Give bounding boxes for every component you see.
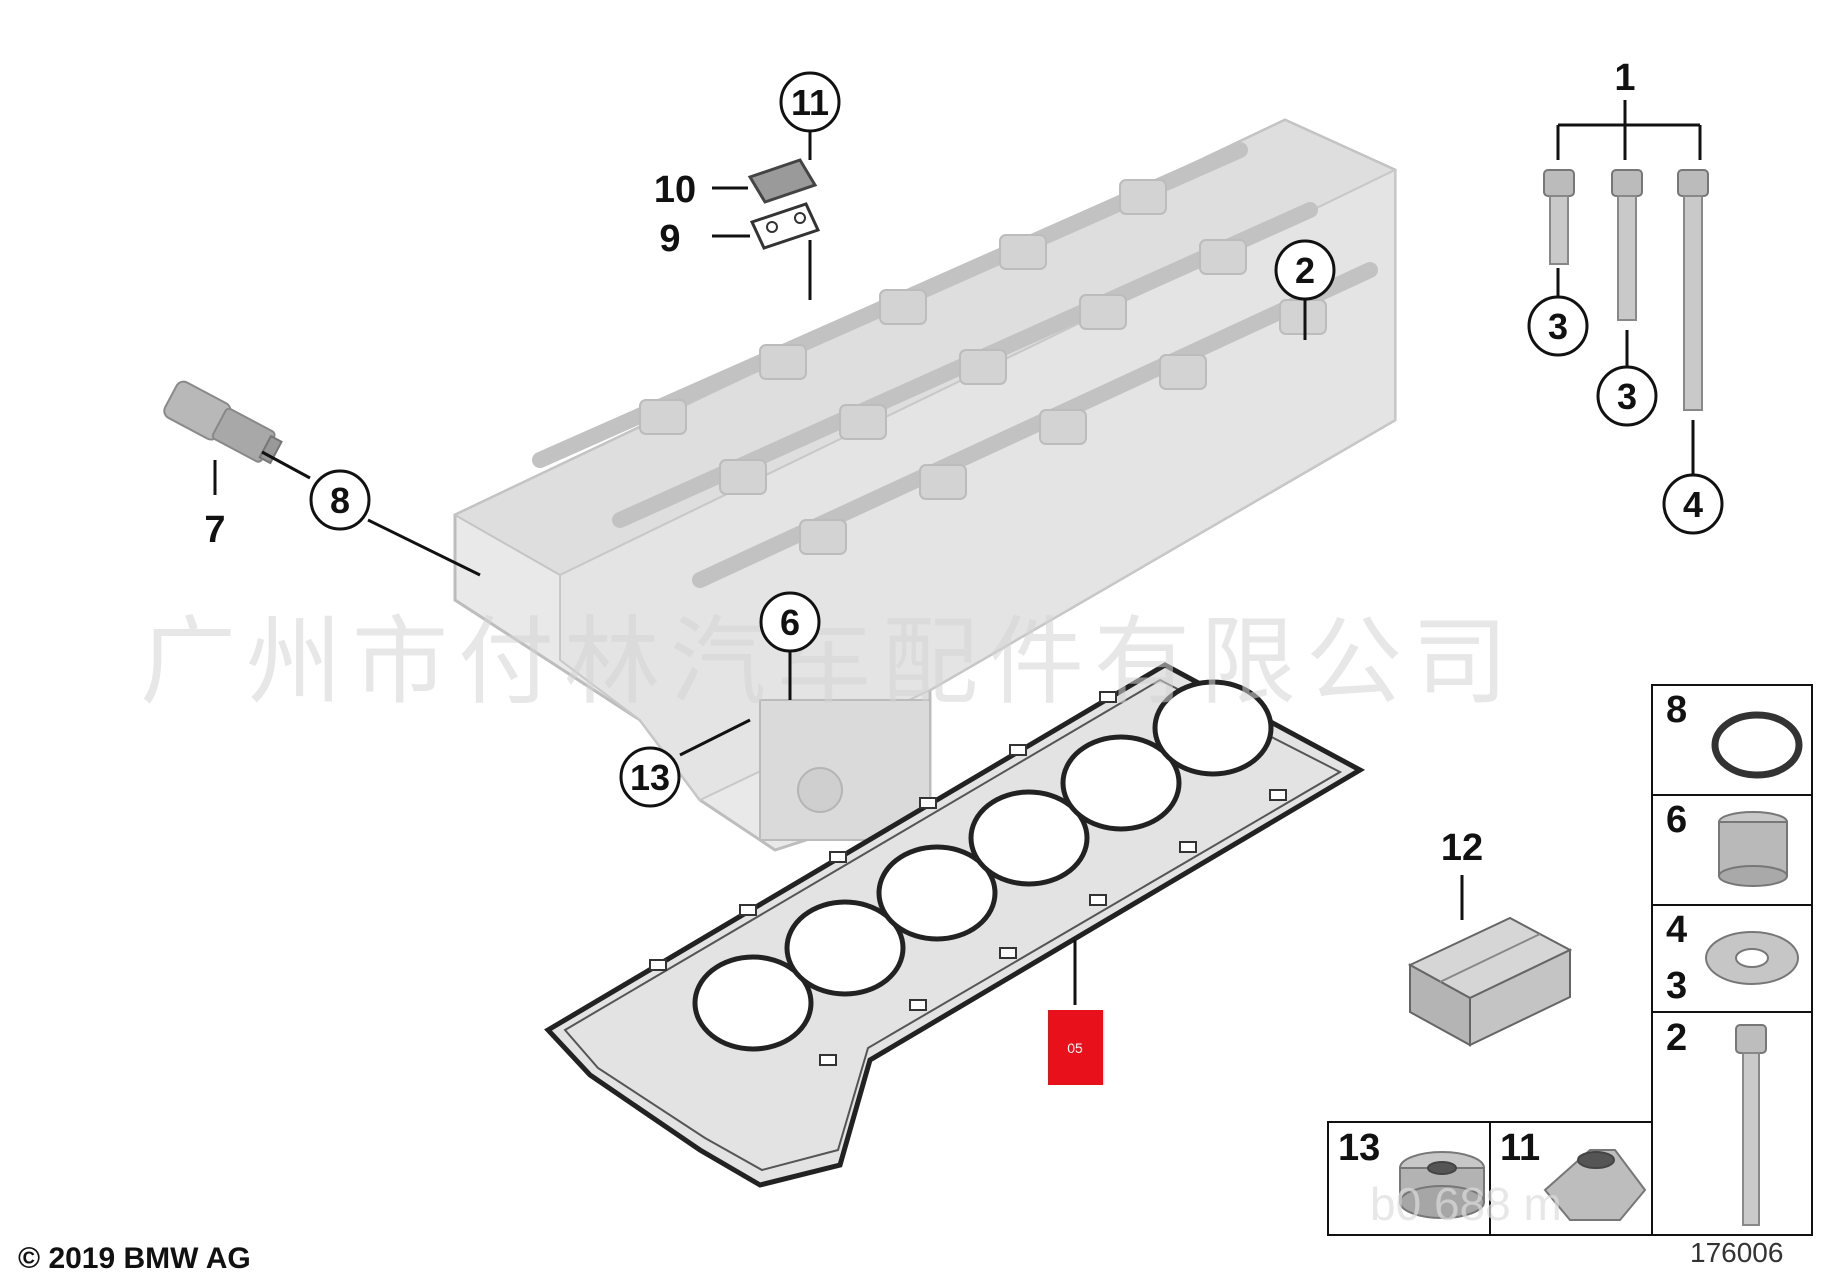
callout-3-short-bolt: 3 bbox=[1527, 295, 1589, 357]
sleeve-illustration bbox=[1718, 811, 1788, 887]
svg-text:3: 3 bbox=[1617, 376, 1637, 417]
panel-label-4: 4 bbox=[1666, 909, 1687, 951]
callout-4: 4 bbox=[1662, 473, 1724, 535]
panel-label-11: 11 bbox=[1500, 1127, 1540, 1169]
svg-text:11: 11 bbox=[791, 82, 829, 123]
bushing-illustration bbox=[1399, 1151, 1485, 1219]
bolt-medium-illustration bbox=[1611, 169, 1643, 321]
copyright-text: © 2019 BMW AG bbox=[18, 1242, 251, 1275]
svg-text:8: 8 bbox=[330, 480, 350, 521]
callout-10: 10 bbox=[654, 169, 696, 211]
oil-valve-illustration bbox=[163, 380, 283, 465]
callout-12: 12 bbox=[1441, 827, 1483, 869]
callout-13: 13 bbox=[619, 746, 681, 808]
repair-kit-box-illustration bbox=[1407, 916, 1573, 1047]
panel-label-6: 6 bbox=[1666, 799, 1687, 841]
callout-7: 7 bbox=[204, 509, 225, 551]
panel-label-13: 13 bbox=[1338, 1127, 1380, 1169]
bolt-long-illustration bbox=[1677, 169, 1709, 411]
parts-panel bbox=[1327, 684, 1813, 1236]
washer-illustration bbox=[1705, 931, 1799, 985]
head-bolt-illustration bbox=[1735, 1024, 1767, 1226]
o-ring-illustration bbox=[1711, 711, 1803, 779]
panel-label-3: 3 bbox=[1666, 965, 1687, 1007]
head-gasket-illustration bbox=[544, 662, 1366, 1188]
watermark-bottom-text: b0 688 m bbox=[1370, 1178, 1562, 1230]
bolt-short-illustration bbox=[1543, 169, 1575, 265]
collar-nut-illustration bbox=[1543, 1149, 1647, 1221]
callout-6: 6 bbox=[759, 591, 821, 653]
callout-3-medium-bolt: 3 bbox=[1596, 365, 1658, 427]
svg-text:13: 13 bbox=[630, 757, 670, 798]
callout-1: 1 bbox=[1614, 57, 1635, 99]
watermark-text: 广州市付林汽车配件有限公司 bbox=[140, 606, 1518, 718]
reference-number: 176006 bbox=[1690, 1237, 1783, 1268]
callout-2: 2 bbox=[1274, 239, 1336, 301]
leader-lines bbox=[213, 100, 1702, 1005]
red-marker: 05 bbox=[1048, 1010, 1103, 1085]
callout-8: 8 bbox=[309, 469, 371, 531]
cover-plate-illustration bbox=[747, 158, 818, 204]
panel-label-2: 2 bbox=[1666, 1017, 1687, 1059]
svg-text:2: 2 bbox=[1295, 250, 1315, 291]
callout-11: 11 bbox=[779, 71, 841, 133]
svg-text:05: 05 bbox=[1067, 1040, 1083, 1056]
callout-9: 9 bbox=[659, 218, 680, 260]
svg-text:4: 4 bbox=[1683, 484, 1703, 525]
svg-text:6: 6 bbox=[780, 602, 800, 643]
panel-label-8: 8 bbox=[1666, 689, 1687, 731]
cover-gasket-illustration bbox=[749, 202, 821, 250]
svg-text:3: 3 bbox=[1548, 306, 1568, 347]
